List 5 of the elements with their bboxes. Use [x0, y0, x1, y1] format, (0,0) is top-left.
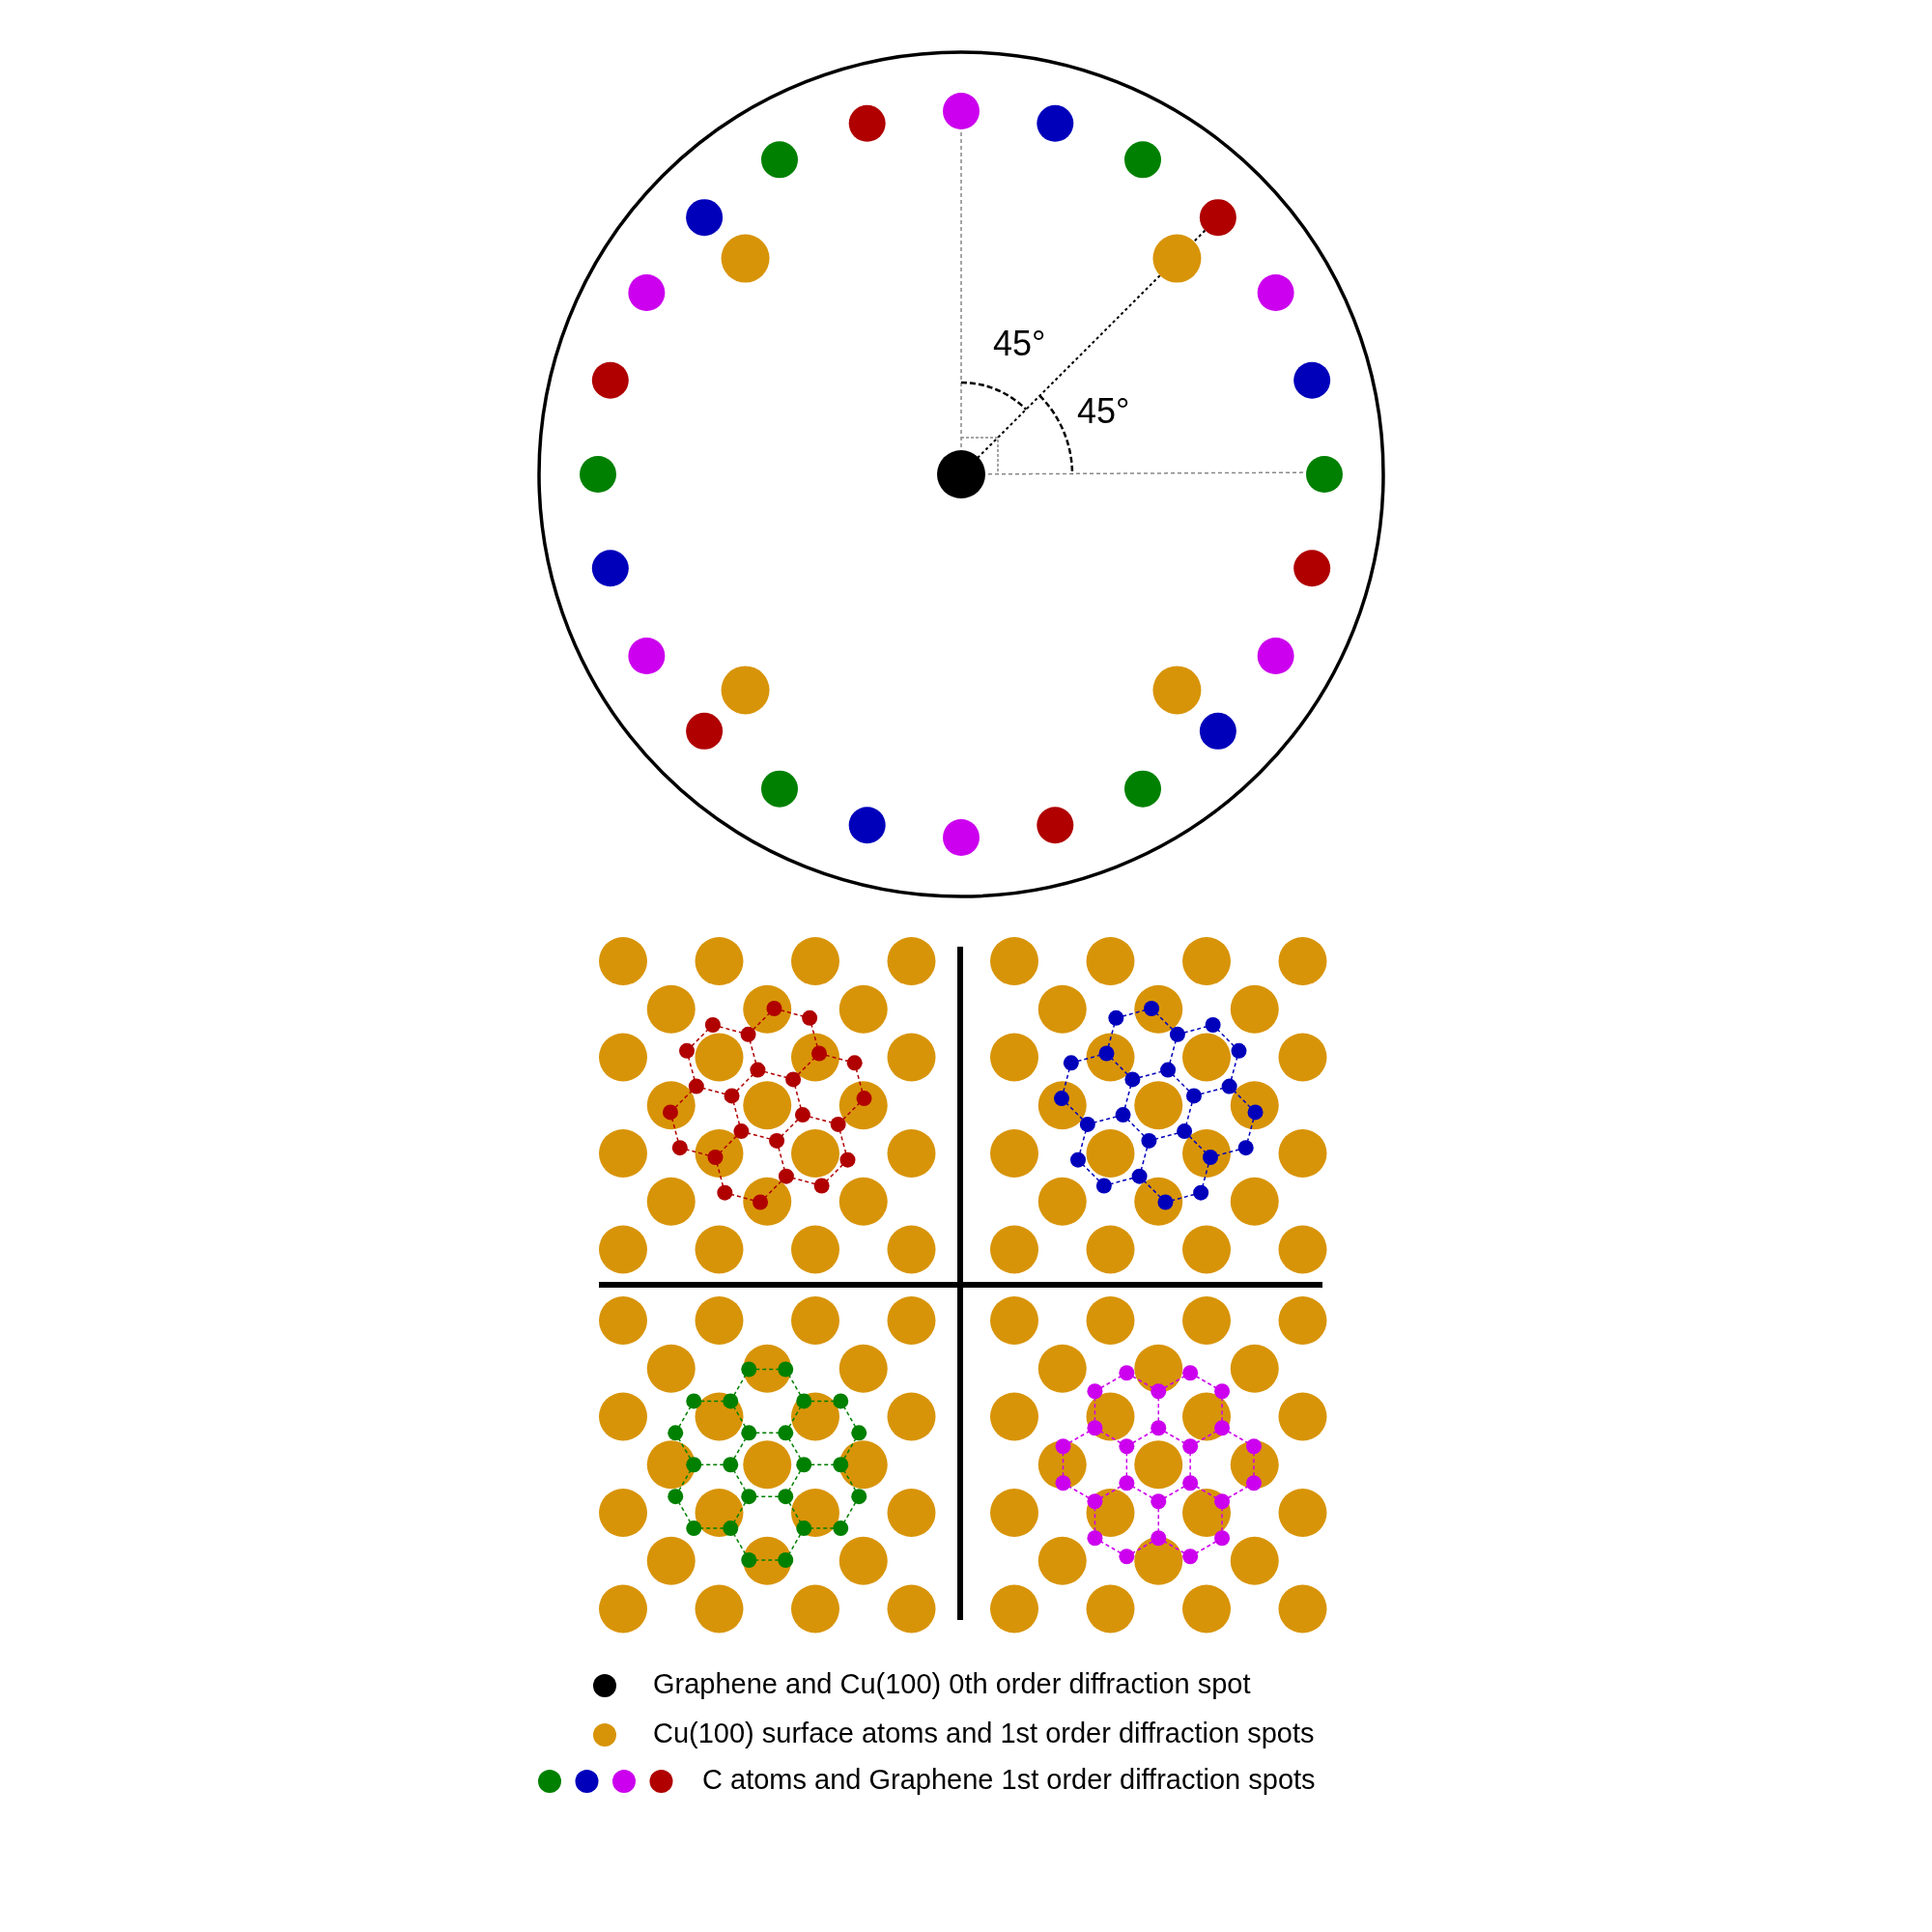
legend-text: C atoms and Graphene 1st order diffraction spots [702, 1766, 1316, 1794]
legend-text: Graphene and Cu(100) 0th order diffraction spot [653, 1670, 1251, 1698]
angle-label: 45° [1077, 394, 1130, 429]
angle-label: 45° [993, 327, 1046, 361]
legend-text: Cu(100) surface atoms and 1st order diffraction spots [653, 1719, 1315, 1747]
